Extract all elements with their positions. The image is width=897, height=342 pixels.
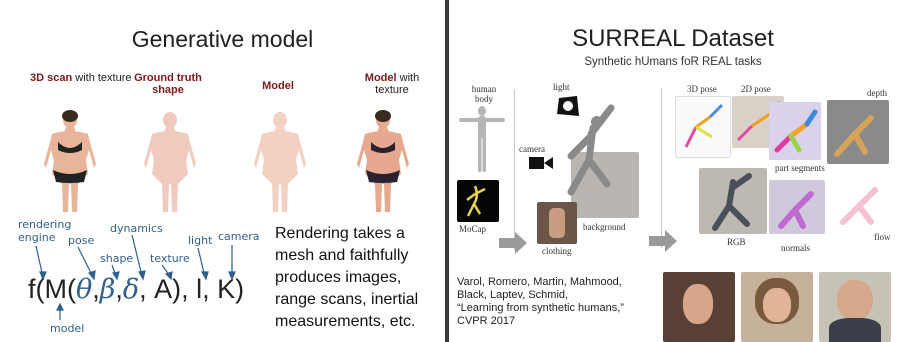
description-line: measurements, etc. <box>275 311 418 333</box>
pipeline-arrow <box>649 230 679 252</box>
formula-comma: , <box>92 274 100 304</box>
rendered-human <box>549 98 639 208</box>
formula-beta: β <box>100 274 116 305</box>
pipeline-arrow <box>499 232 529 254</box>
citation: Varol, Romero, Martin, Mahmood, Black, L… <box>457 276 624 328</box>
label-flow: flow <box>874 232 891 242</box>
citation-line: CVPR 2017 <box>457 315 624 328</box>
pose3d-image <box>675 96 731 158</box>
formula-theta: θ <box>76 274 92 305</box>
normals-image <box>769 180 825 234</box>
slide-subtitle: Synthetic hUmans foR REAL tasks <box>449 56 897 68</box>
mocap-image <box>457 180 499 222</box>
author-photo <box>663 272 735 342</box>
clothing-image <box>537 202 577 244</box>
rgb-image <box>699 168 767 234</box>
label-rgb: RGB <box>727 237 746 247</box>
citation-line: Varol, Romero, Martin, Mahmood, <box>457 276 624 289</box>
description-line: produces images, <box>275 267 418 289</box>
formula-prefix: f(M( <box>28 274 76 304</box>
separator <box>514 90 515 250</box>
formula-delta: δ <box>123 274 139 305</box>
depth-image <box>827 100 889 164</box>
label-light: light <box>553 82 570 92</box>
description-line: Rendering takes a <box>275 223 418 245</box>
slide-title: SURREAL Dataset <box>449 25 897 53</box>
surreal-dataset-slide: SURREAL Dataset Synthetic hUmans foR REA… <box>449 0 897 342</box>
label-camera: camera <box>519 144 545 154</box>
description-line: mesh and faithfully <box>275 245 418 267</box>
label-background: background <box>583 222 626 232</box>
author-photo <box>741 272 813 342</box>
description-line: range scans, inertial <box>275 289 418 311</box>
formula-comma: , <box>115 274 123 304</box>
separator <box>661 88 662 248</box>
label-normals: normals <box>781 243 810 253</box>
label-3d-pose: 3D pose <box>687 84 717 94</box>
formula-suffix: , A), l, K) <box>139 274 244 304</box>
label-mocap: MoCap <box>459 224 486 234</box>
flow-image <box>831 178 891 232</box>
label-clothing: clothing <box>542 246 572 256</box>
tpose-body <box>457 106 507 174</box>
label-human-body: human body <box>464 84 504 104</box>
rendering-formula: f(M(θ,β,δ, A), l, K) <box>28 272 244 307</box>
citation-line: Black, Laptev, Schmid, <box>457 289 624 302</box>
label-depth: depth <box>867 88 887 98</box>
label-2d-pose: 2D pose <box>741 84 771 94</box>
generative-model-slide: Generative model 3D scan with texture Gr… <box>0 0 445 342</box>
author-photo <box>819 272 891 342</box>
label-part-segments: part segments <box>775 163 825 173</box>
citation-line: “Learning from synthetic humans,” <box>457 302 624 315</box>
part-segments-image <box>769 102 821 160</box>
rendering-description: Rendering takes a mesh and faithfully pr… <box>275 223 418 333</box>
